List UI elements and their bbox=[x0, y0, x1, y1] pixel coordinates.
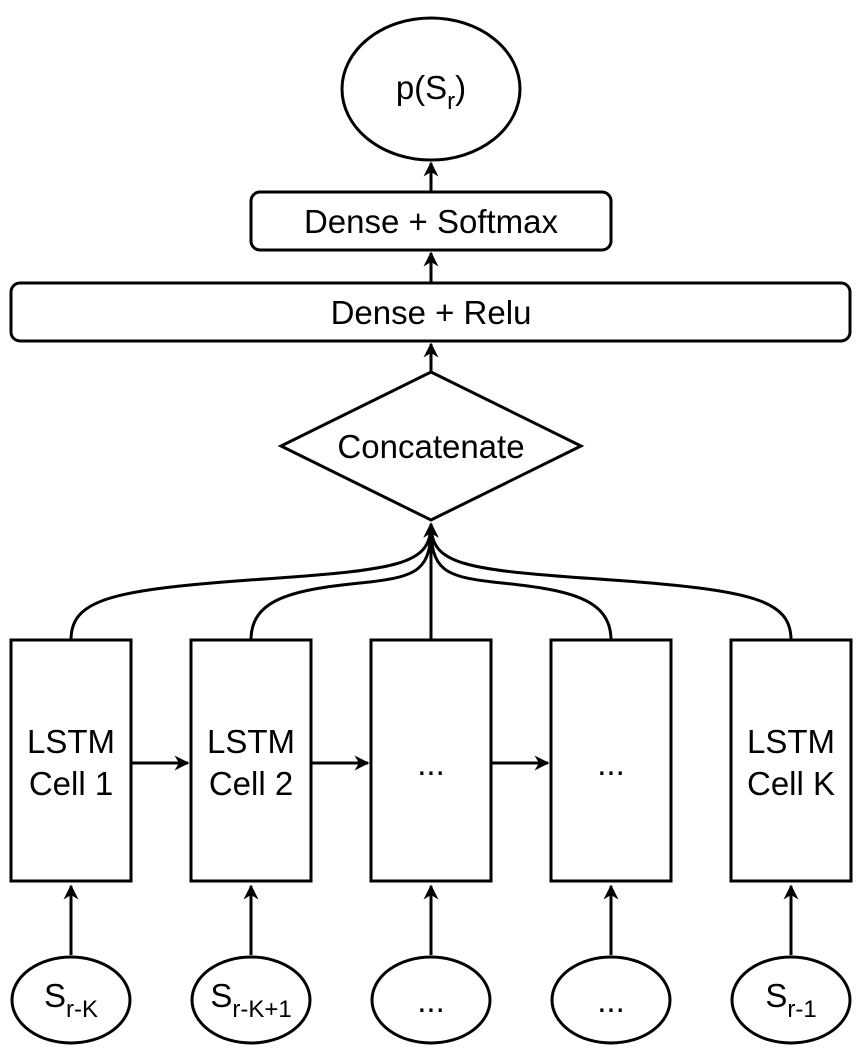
dense-softmax-label: Dense + Softmax bbox=[304, 203, 559, 240]
edge-cell-5-to-concatenate bbox=[423, 522, 793, 641]
input-node-2-label: Sr-K+1 bbox=[210, 977, 291, 1023]
output-label: p(Sr) bbox=[396, 69, 466, 115]
input-node-5-label: Sr-1 bbox=[765, 977, 816, 1023]
input-node-3: ... bbox=[370, 955, 492, 1045]
lstm-cell-2-line1: LSTM bbox=[207, 723, 295, 760]
lstm-cell-4: ... bbox=[549, 638, 673, 883]
lstm-cell-5-line2: Cell K bbox=[747, 765, 835, 802]
lstm-cell-5-line1: LSTM bbox=[747, 723, 835, 760]
input-node-1-label: Sr-K bbox=[44, 977, 98, 1023]
edge-cell-1-to-concatenate bbox=[69, 522, 439, 641]
dense-relu-node: Dense + Relu bbox=[9, 281, 852, 343]
input-node-5: Sr-1 bbox=[730, 955, 852, 1045]
lstm-cell-1-line1: LSTM bbox=[27, 723, 115, 760]
edge-cell-4-to-concatenate bbox=[423, 522, 613, 641]
lstm-cell-2: LSTM Cell 2 bbox=[189, 638, 313, 883]
edge-cell-2-to-concatenate bbox=[249, 522, 439, 641]
dense-softmax-node: Dense + Softmax bbox=[249, 190, 613, 252]
lstm-cell-1-line2: Cell 1 bbox=[29, 765, 113, 802]
dense-relu-label: Dense + Relu bbox=[331, 294, 532, 331]
concatenate-node: Concatenate bbox=[277, 370, 585, 522]
input-node-4: ... bbox=[550, 955, 672, 1045]
input-node-3-label: ... bbox=[417, 982, 445, 1019]
lstm-cell-3-line1: ... bbox=[417, 745, 445, 782]
lstm-cell-4-line1: ... bbox=[597, 745, 625, 782]
input-node-1: Sr-K bbox=[10, 955, 132, 1045]
lstm-cell-3: ... bbox=[369, 638, 493, 883]
input-node-4-label: ... bbox=[597, 982, 625, 1019]
lstm-cell-1: LSTM Cell 1 bbox=[9, 638, 133, 883]
concatenate-label: Concatenate bbox=[337, 428, 524, 465]
input-node-2: Sr-K+1 bbox=[190, 955, 312, 1045]
output-node: p(Sr) bbox=[340, 16, 522, 162]
lstm-cell-5: LSTM Cell K bbox=[729, 638, 853, 883]
lstm-cell-2-line2: Cell 2 bbox=[209, 765, 293, 802]
